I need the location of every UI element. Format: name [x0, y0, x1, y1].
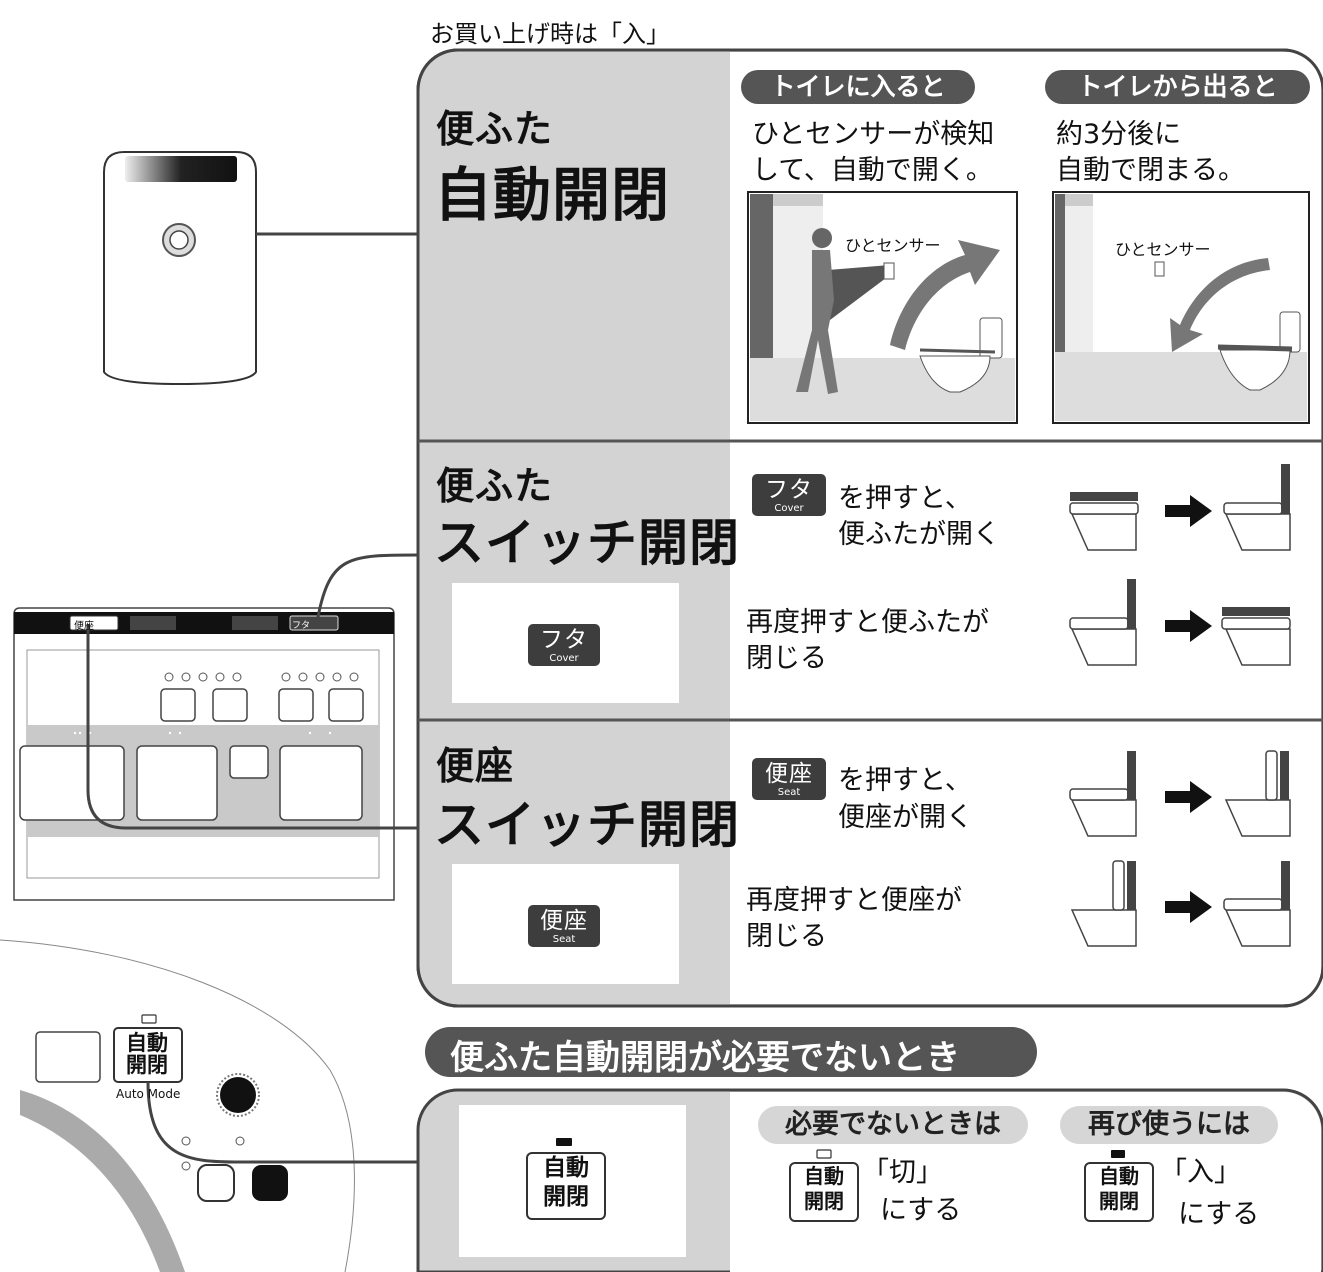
- auto-title-line2: 自動開閉: [434, 161, 671, 229]
- enter-sensor-label: ひとセンサー: [845, 236, 941, 255]
- remote-panel: [13, 607, 395, 901]
- not-needed-banner: 便ふた自動開閉が必要でないとき: [450, 1038, 960, 1078]
- off-action: にする: [880, 1195, 962, 1226]
- off-auto-button-icon: 自動開閉: [789, 1162, 859, 1222]
- auto-title-line1: 便ふた: [436, 107, 554, 151]
- exit-line1: 約3分後に: [1056, 119, 1182, 150]
- cover-title-line1: 便ふた: [436, 464, 554, 508]
- cover-open-line1: を押すと、: [838, 483, 972, 514]
- on-action: にする: [1178, 1199, 1260, 1230]
- auto-lamp-on: [556, 1138, 572, 1146]
- seat-close-line1: 再度押すと便座が: [746, 885, 962, 916]
- cover-open-icons: [1069, 464, 1291, 551]
- banner-bg: [425, 1027, 1037, 1077]
- panel-seat-key: 便座: [74, 621, 94, 632]
- scene-enter-illustration: [747, 191, 1018, 424]
- cover-close-icons: [1069, 579, 1291, 666]
- toilet-unit-panel: [0, 939, 355, 1272]
- on-lamp-icon: [1111, 1150, 1125, 1158]
- connector-auto: [146, 1081, 418, 1164]
- panel-cover-key: フタ: [292, 621, 311, 631]
- cover-title-line2: スイッチ開閉: [434, 514, 740, 572]
- enter-line2: して、自動で開く。: [752, 155, 993, 186]
- seat-open-icons: [1069, 750, 1291, 837]
- connector-seat: [86, 624, 418, 830]
- seat-title-line2: スイッチ開閉: [434, 796, 740, 854]
- enter-line1: ひとセンサーが検知: [752, 119, 995, 150]
- seat-open-line2: 便座が開く: [838, 802, 973, 833]
- seat-title-line1: 便座: [436, 744, 515, 788]
- seat-close-line2: 閉じる: [746, 921, 827, 952]
- scene-exit-illustration: [1052, 191, 1310, 424]
- cover-close-line1: 再度押すと便ふたが: [746, 607, 989, 638]
- seat-open-line1: を押すと、: [838, 765, 972, 796]
- unit-auto-button-label: 自動開閉: [126, 1031, 168, 1077]
- connector-cover: [316, 553, 419, 618]
- exit-sensor-label: ひとセンサー: [1115, 240, 1211, 259]
- exit-badge: トイレから出ると: [1045, 70, 1310, 104]
- off-badge: 必要でないときは: [758, 1106, 1028, 1144]
- enter-badge: トイレに入ると: [741, 70, 975, 104]
- cover-open-line2: 便ふたが開く: [838, 519, 1000, 550]
- exit-line2: 自動で閉まる。: [1056, 155, 1245, 186]
- seat-close-icons: [1071, 860, 1291, 947]
- auto-mode-label: Auto Mode: [116, 1087, 181, 1101]
- off-state: 「切」: [862, 1157, 943, 1188]
- on-badge: 再び使うには: [1060, 1106, 1278, 1144]
- cover-close-line2: 閉じる: [746, 643, 827, 674]
- off-lamp-icon: [816, 1149, 832, 1159]
- purchase-note: お買い上げ時は「入」: [430, 20, 670, 48]
- on-state: 「入」: [1160, 1157, 1241, 1188]
- auto-open-close-button[interactable]: 自動開閉: [526, 1152, 606, 1220]
- sensor-device: [103, 151, 257, 386]
- on-auto-button-icon: 自動開閉: [1084, 1162, 1154, 1222]
